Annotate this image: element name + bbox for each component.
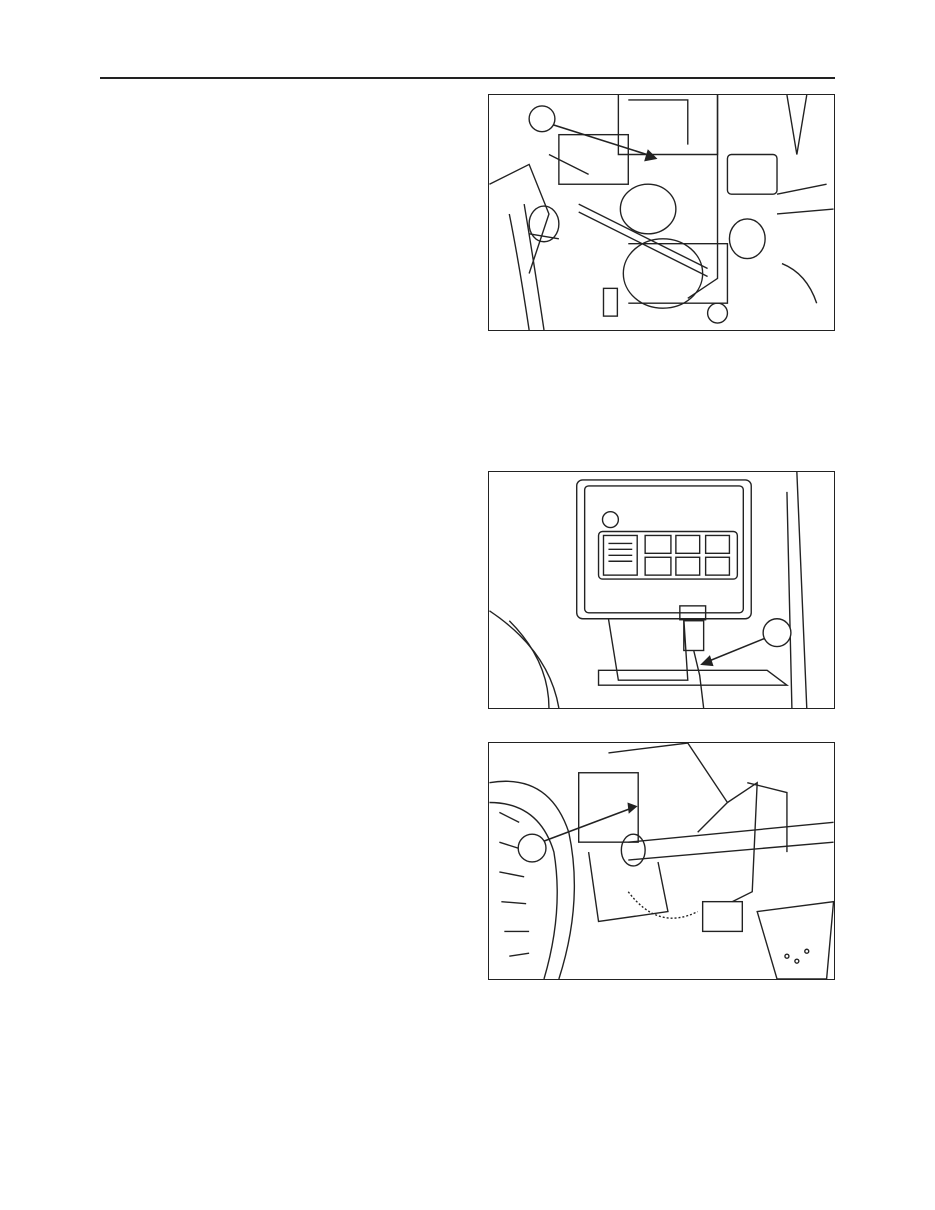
figure-rear-hitch: [488, 742, 835, 980]
figure-starter-motor: [488, 94, 835, 331]
figure-control-box: [488, 471, 835, 709]
callout-circle-3: [517, 833, 547, 863]
callout-circle-1: [528, 105, 556, 133]
callout-circle-2: [762, 618, 792, 648]
header-rule: [100, 77, 835, 79]
